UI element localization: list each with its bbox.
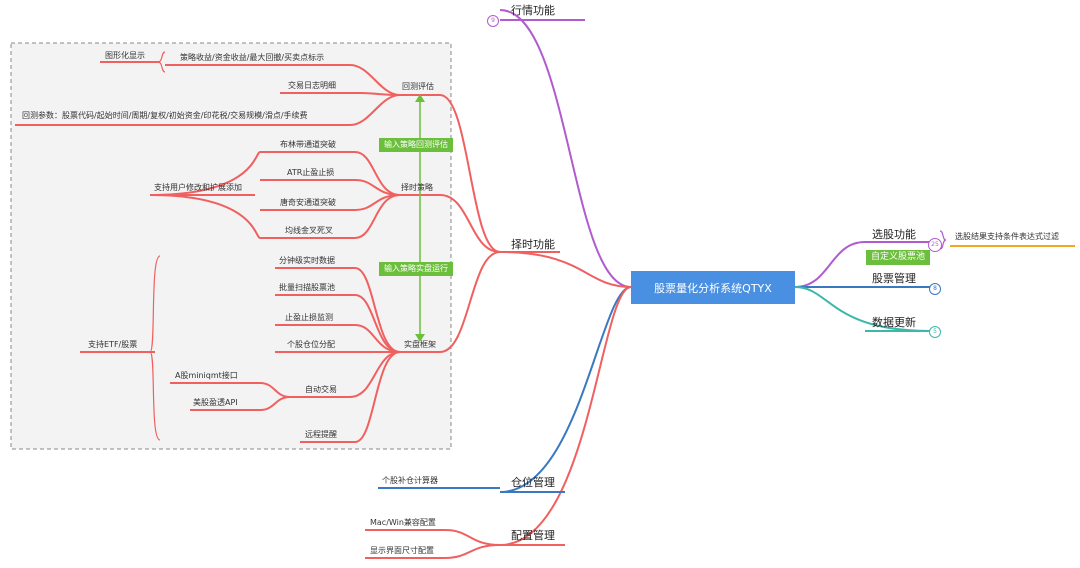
auto-item-miniqmt: A股miniqmt接口 — [175, 371, 238, 380]
timing-detail-box — [10, 42, 452, 450]
position-item-calculator: 个股补仓计算器 — [382, 476, 438, 485]
edge-timing — [499, 251, 632, 288]
strategy-item-donchian: 唐奇安通道突破 — [280, 198, 336, 207]
strategy-item-bollinger: 布林带通道突破 — [280, 140, 336, 149]
root-node[interactable]: 股票量化分析系统QTYX — [631, 271, 795, 304]
live-item-realtime: 分钟级实时数据 — [279, 256, 335, 265]
live-note: 支持ETF/股票 — [88, 340, 138, 349]
stock-mgmt-branch[interactable]: 股票管理 — [872, 272, 916, 285]
flow-to-live-tag: 输入策略实盘运行 — [379, 262, 453, 276]
edge-position — [499, 286, 632, 493]
root-title: 股票量化分析系统QTYX — [654, 281, 772, 295]
edge-market — [499, 9, 632, 288]
market-branch[interactable]: 行情功能 — [511, 4, 555, 17]
params-label: 回测参数：股票代码/起始时间/周期/复权/初始资金/印花税/交易规模/滑点/手续… — [22, 111, 308, 120]
strategy-note: 支持用户修改和扩展添加 — [154, 183, 242, 192]
custom-pool-tag: 自定义股票池 — [866, 250, 931, 265]
market-count-badge: 9 — [487, 15, 499, 27]
live-item-scan: 批量扫描股票池 — [279, 283, 335, 292]
data-update-branch[interactable]: 数据更新 — [872, 316, 916, 329]
chart-group-label: 图形化显示 — [105, 51, 145, 60]
strategy-item-atr: ATR止盈止损 — [287, 168, 335, 177]
stock-mgmt-count-badge: 8 — [929, 283, 941, 295]
select-branch[interactable]: 选股功能 — [872, 228, 916, 241]
select-note: 选股结果支持条件表达式过滤 — [955, 232, 1059, 241]
log-label: 交易日志明细 — [288, 81, 336, 90]
edge-select — [794, 241, 866, 288]
config-branch[interactable]: 配置管理 — [511, 529, 555, 542]
live-item-monitor: 止盈止损监测 — [285, 313, 333, 322]
flow-to-backtest-tag: 输入策略回测评估 — [379, 138, 453, 152]
auto-trade-node: 自动交易 — [305, 385, 337, 394]
edge-config — [499, 286, 632, 546]
strategy-item-ma-cross: 均线金叉死叉 — [285, 226, 333, 235]
timing-branch[interactable]: 择时功能 — [511, 238, 555, 251]
live-item-allocation: 个股仓位分配 — [287, 340, 335, 349]
select-count-badge: 25 — [928, 238, 942, 252]
position-branch[interactable]: 仓位管理 — [511, 476, 555, 489]
live-node[interactable]: 实盘框架 — [404, 340, 436, 349]
strategy-node[interactable]: 择时策略 — [401, 183, 433, 192]
remote-alert-node: 远程提醒 — [305, 430, 337, 439]
auto-item-ib: 美股盈透API — [193, 398, 238, 407]
config-item-display: 显示界面尺寸配置 — [370, 546, 434, 555]
chart-items-label: 策略收益/资金收益/最大回撤/买卖点标示 — [180, 53, 325, 62]
config-item-compat: Mac/Win兼容配置 — [370, 518, 436, 527]
backtest-node[interactable]: 回测评估 — [402, 82, 434, 91]
data-update-count-badge: 5 — [929, 326, 941, 338]
edge-data-update — [794, 286, 931, 332]
